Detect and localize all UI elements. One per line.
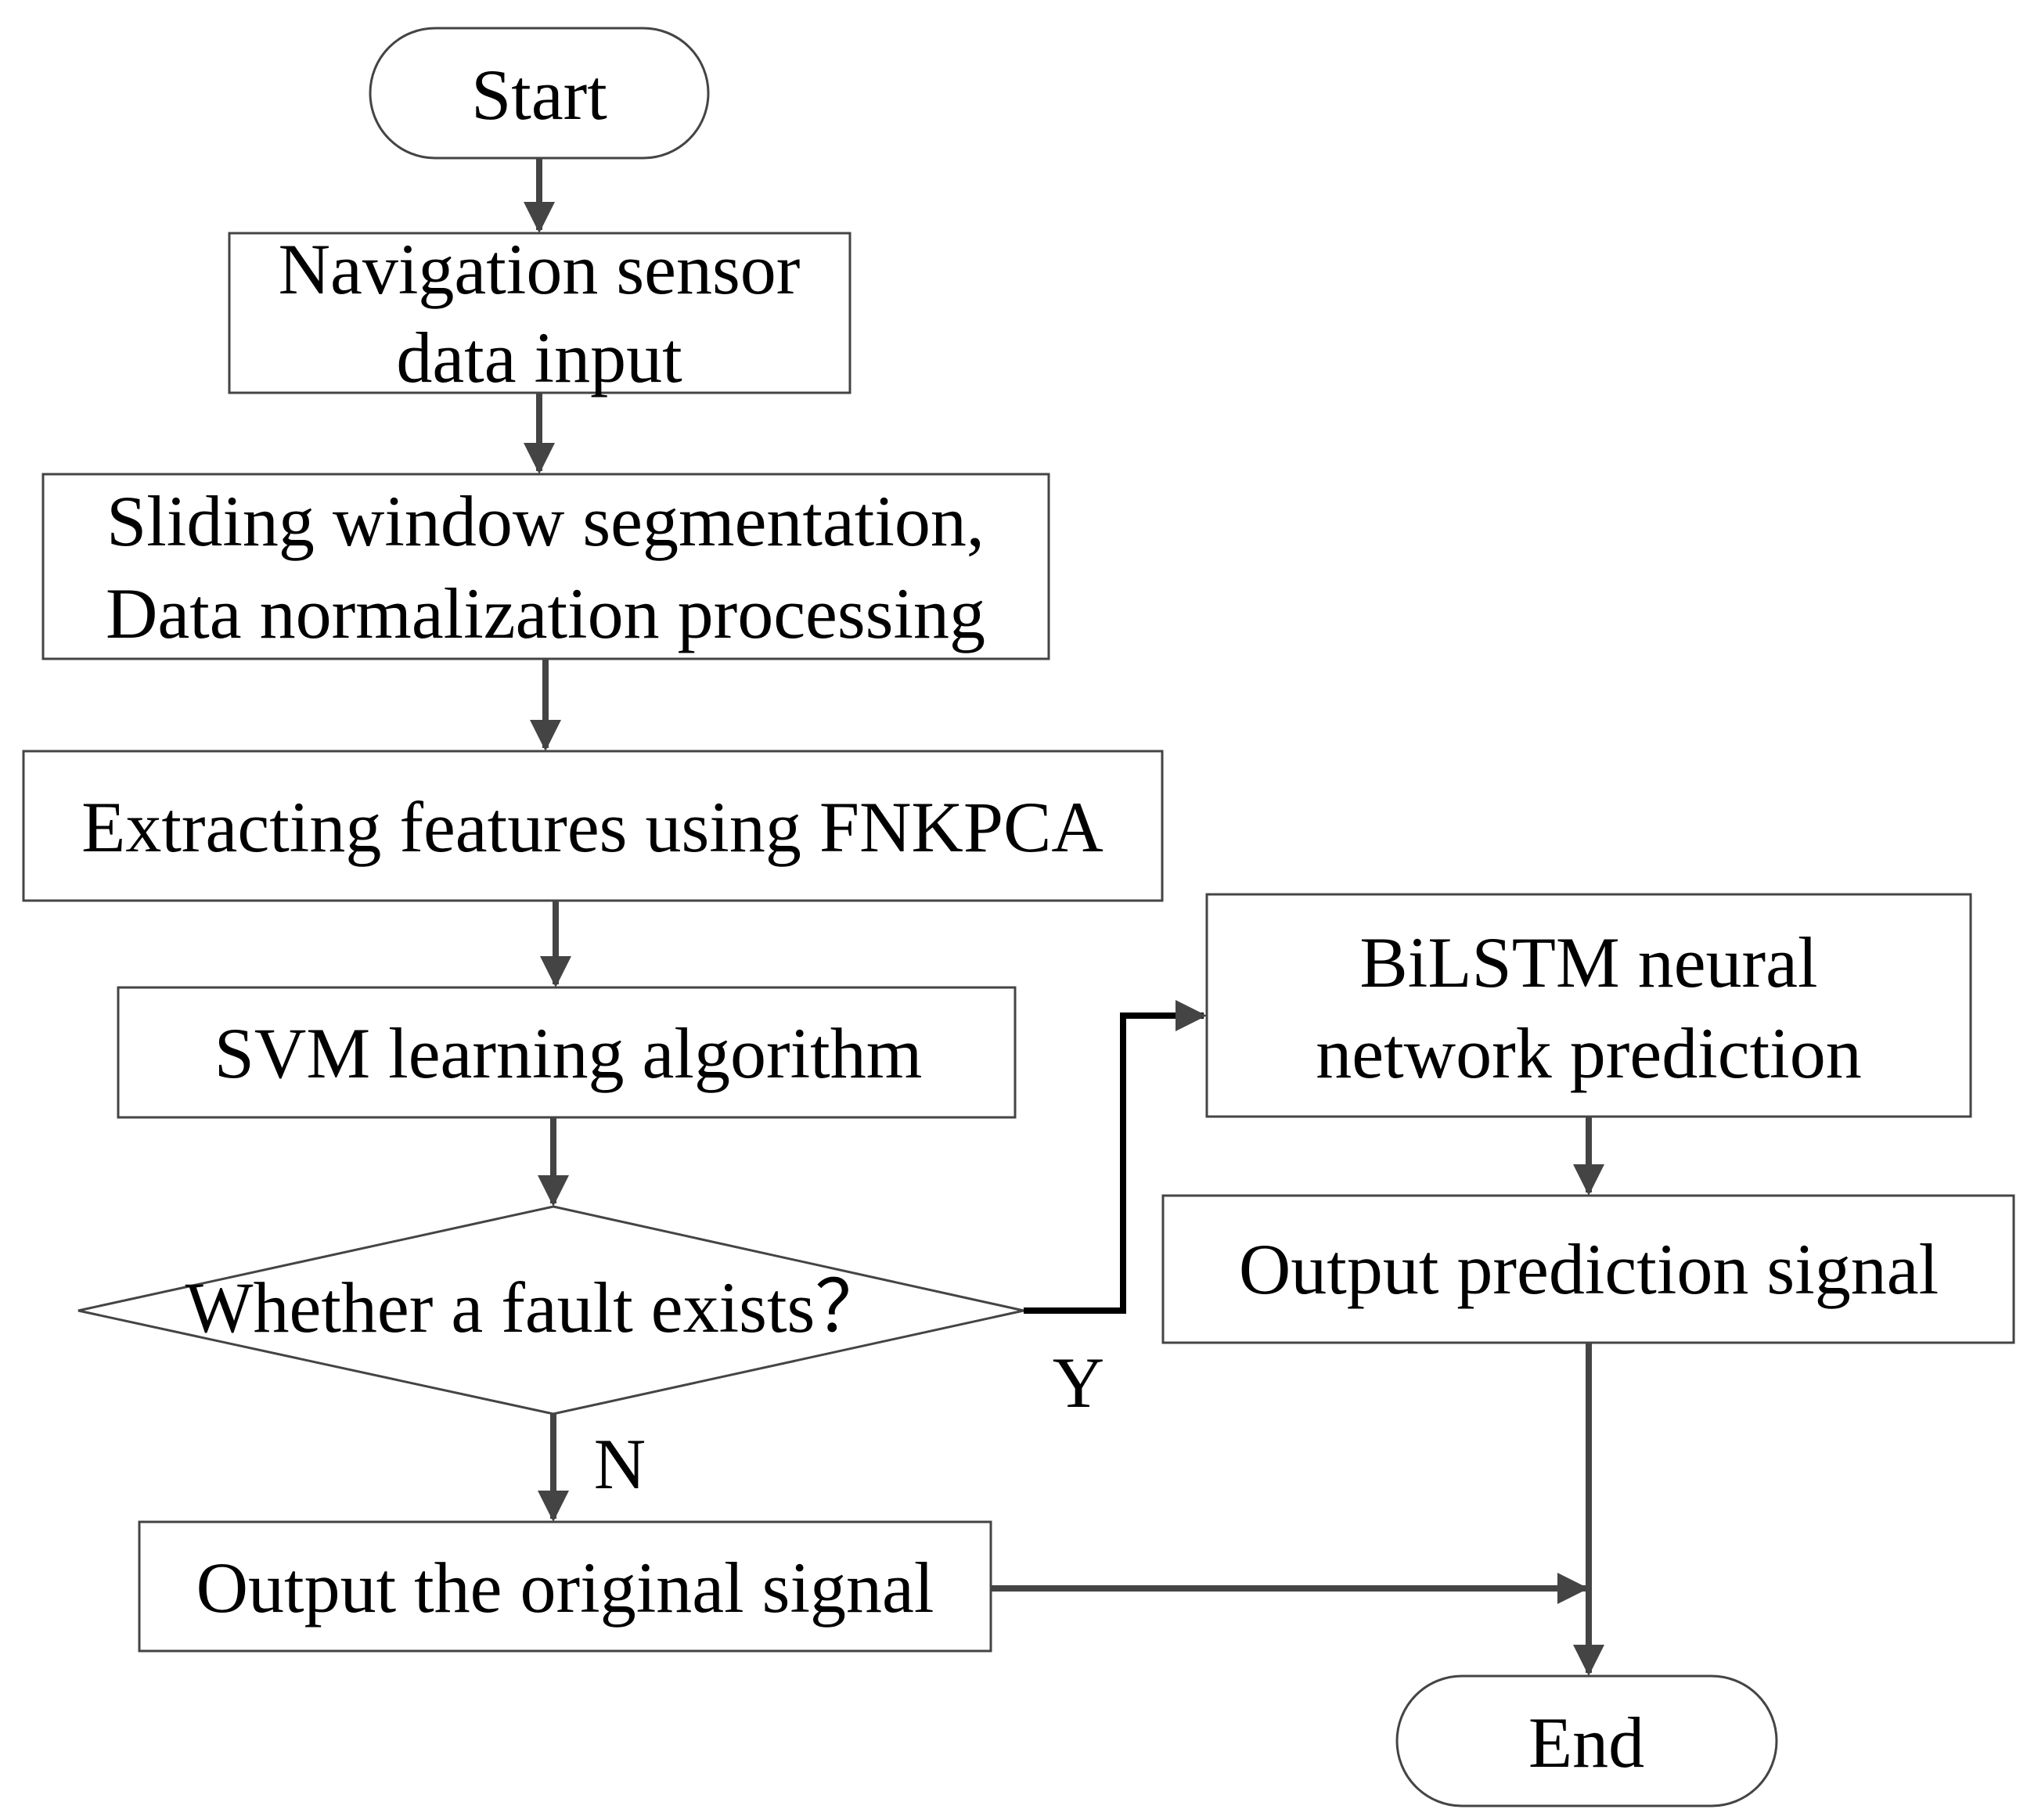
start-terminal: Start (369, 27, 710, 160)
bilstm-box: BiLSTM neural network prediction (1205, 893, 1972, 1118)
sliding-window-label-line1: Sliding window segmentation, (106, 481, 985, 561)
svm-box: SVM learning algorithm (117, 986, 1017, 1119)
nav-input-label-line2: data input (396, 318, 682, 397)
fault-decision-diamond: Whether a fault exists？ (77, 1205, 1024, 1415)
output-prediction-label: Output prediction signal (1239, 1229, 1939, 1309)
sliding-window-box: Sliding window segmentation, Data normal… (41, 473, 1050, 660)
fault-decision-label: Whether a fault exists？ (185, 1268, 887, 1347)
output-prediction-box: Output prediction signal (1161, 1194, 2015, 1344)
branch-label-no: N (594, 1424, 646, 1504)
end-label: End (1528, 1703, 1644, 1782)
svm-label: SVM learning algorithm (214, 1013, 923, 1093)
nav-input-box: Navigation sensor data input (228, 229, 851, 397)
extract-features-label: Extracting features using FNKPCA (81, 787, 1104, 867)
arrow-decision-yes-to-bilstm (1024, 1000, 1207, 1314)
output-original-label: Output the original signal (196, 1548, 934, 1628)
output-original-box: Output the original signal (138, 1520, 992, 1653)
start-label: Start (471, 55, 607, 135)
bilstm-label-line2: network prediction (1316, 1013, 1861, 1093)
bilstm-label-line1: BiLSTM neural (1359, 923, 1817, 1002)
end-terminal: End (1395, 1674, 1778, 1807)
branch-label-yes: Y (1053, 1343, 1104, 1423)
nav-input-label-line1: Navigation sensor (279, 229, 801, 309)
extract-features-box: Extracting features using FNKPCA (22, 750, 1164, 902)
sliding-window-label-line2: Data normalization processing (106, 574, 985, 653)
